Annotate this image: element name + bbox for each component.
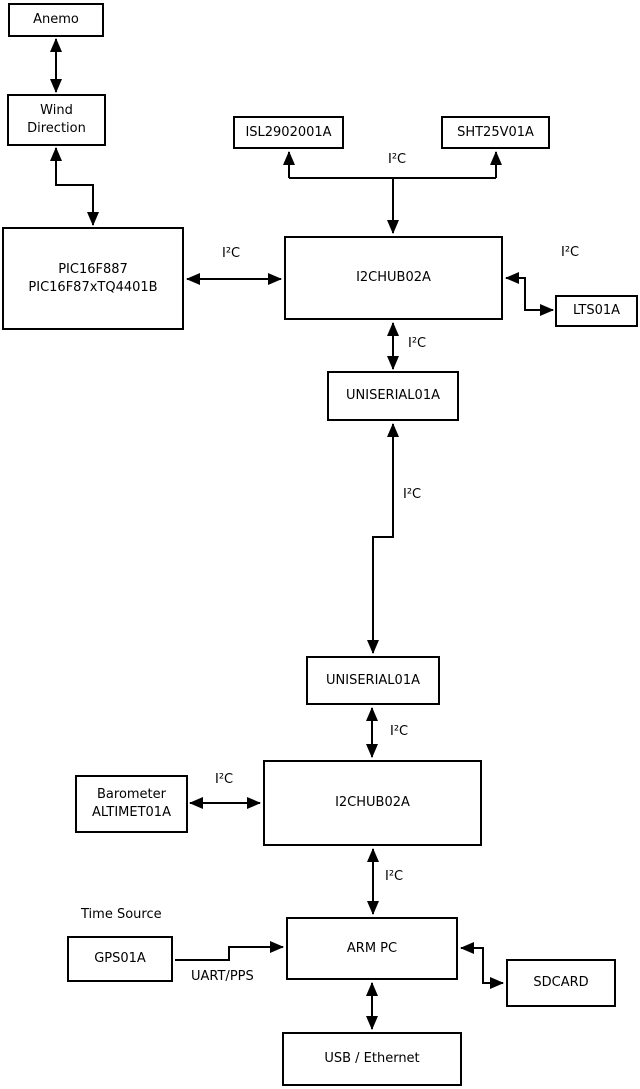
node-lts01a: LTS01A bbox=[555, 295, 638, 327]
node-uniserial01a-top: UNISERIAL01A bbox=[327, 371, 459, 421]
edge-gps-armpc bbox=[175, 941, 284, 961]
edge-armpc-sdcard bbox=[460, 942, 504, 989]
edge-uniserialtop-uniserialbottom bbox=[367, 423, 399, 654]
node-sdcard: SDCARD bbox=[506, 959, 616, 1007]
node-barometer-label-line2: ALTIMET01A bbox=[92, 805, 171, 820]
node-usb-ethernet-label: USB / Ethernet bbox=[324, 1051, 420, 1066]
node-i2chub02a-bottom: I2CHUB02A bbox=[263, 760, 482, 846]
node-pic16f887: PIC16F887 PIC16F87xTQ4401B bbox=[2, 227, 184, 330]
node-sdcard-label: SDCARD bbox=[533, 975, 589, 990]
node-wind-direction-label-line1: Wind bbox=[40, 103, 73, 118]
node-uniserial01a-bottom-label: UNISERIAL01A bbox=[326, 672, 420, 688]
node-isl2902001a: ISL2902001A bbox=[233, 116, 344, 149]
node-uniserial01a-bottom: UNISERIAL01A bbox=[306, 656, 440, 705]
edge-label-uart-pps: UART/PPS bbox=[191, 969, 254, 984]
node-gps01a-label: GPS01A bbox=[94, 951, 146, 966]
edge-label-i2c-barometer: I²C bbox=[215, 772, 234, 787]
node-lts01a-label: LTS01A bbox=[572, 303, 621, 318]
node-gps01a: GPS01A bbox=[67, 936, 173, 982]
node-sht25v01a-label: SHT25V01A bbox=[457, 124, 534, 140]
node-i2chub02a-bottom-label: I2CHUB02A bbox=[335, 795, 410, 810]
node-uniserial01a-top-label: UNISERIAL01A bbox=[346, 388, 440, 403]
node-wind-direction: Wind Direction bbox=[7, 94, 106, 146]
node-arm-pc-label: ARM PC bbox=[346, 940, 398, 956]
node-barometer-label-line1: Barometer bbox=[97, 787, 166, 802]
node-pic16f887-label-line1: PIC16F887 bbox=[58, 261, 128, 277]
node-arm-pc: ARM PC bbox=[286, 917, 458, 980]
label-time-source: Time Source bbox=[81, 907, 162, 922]
node-anemo-label: Anemo bbox=[33, 12, 79, 27]
node-i2chub02a-top-label: I2CHUB02A bbox=[356, 270, 431, 285]
node-pic16f887-label-line2: PIC16F87xTQ4401B bbox=[28, 279, 158, 295]
node-anemo: Anemo bbox=[8, 3, 104, 37]
edge-winddirection-pic bbox=[50, 147, 99, 226]
edge-label-i2c-pic-hub: I²C bbox=[222, 246, 241, 261]
edge-label-i2c-isl-sht: I²C bbox=[388, 152, 407, 167]
node-usb-ethernet: USB / Ethernet bbox=[282, 1032, 462, 1086]
edge-label-i2c-hub-lts: I²C bbox=[561, 245, 580, 260]
node-isl2902001a-label: ISL2902001A bbox=[245, 124, 332, 140]
edge-label-i2c-hub-uniserial: I²C bbox=[408, 336, 427, 351]
node-wind-direction-label-line2: Direction bbox=[27, 121, 86, 136]
edge-i2chubtop-lts bbox=[505, 272, 554, 316]
node-sht25v01a: SHT25V01A bbox=[441, 116, 550, 149]
edge-label-i2c-long-link: I²C bbox=[403, 487, 422, 502]
node-i2chub02a-top: I2CHUB02A bbox=[284, 236, 503, 320]
node-barometer-altimet01a: Barometer ALTIMET01A bbox=[75, 775, 188, 833]
edge-label-i2c-uniserial-hub2: I²C bbox=[390, 724, 409, 739]
edge-label-i2c-hub2-armpc: I²C bbox=[385, 869, 404, 884]
